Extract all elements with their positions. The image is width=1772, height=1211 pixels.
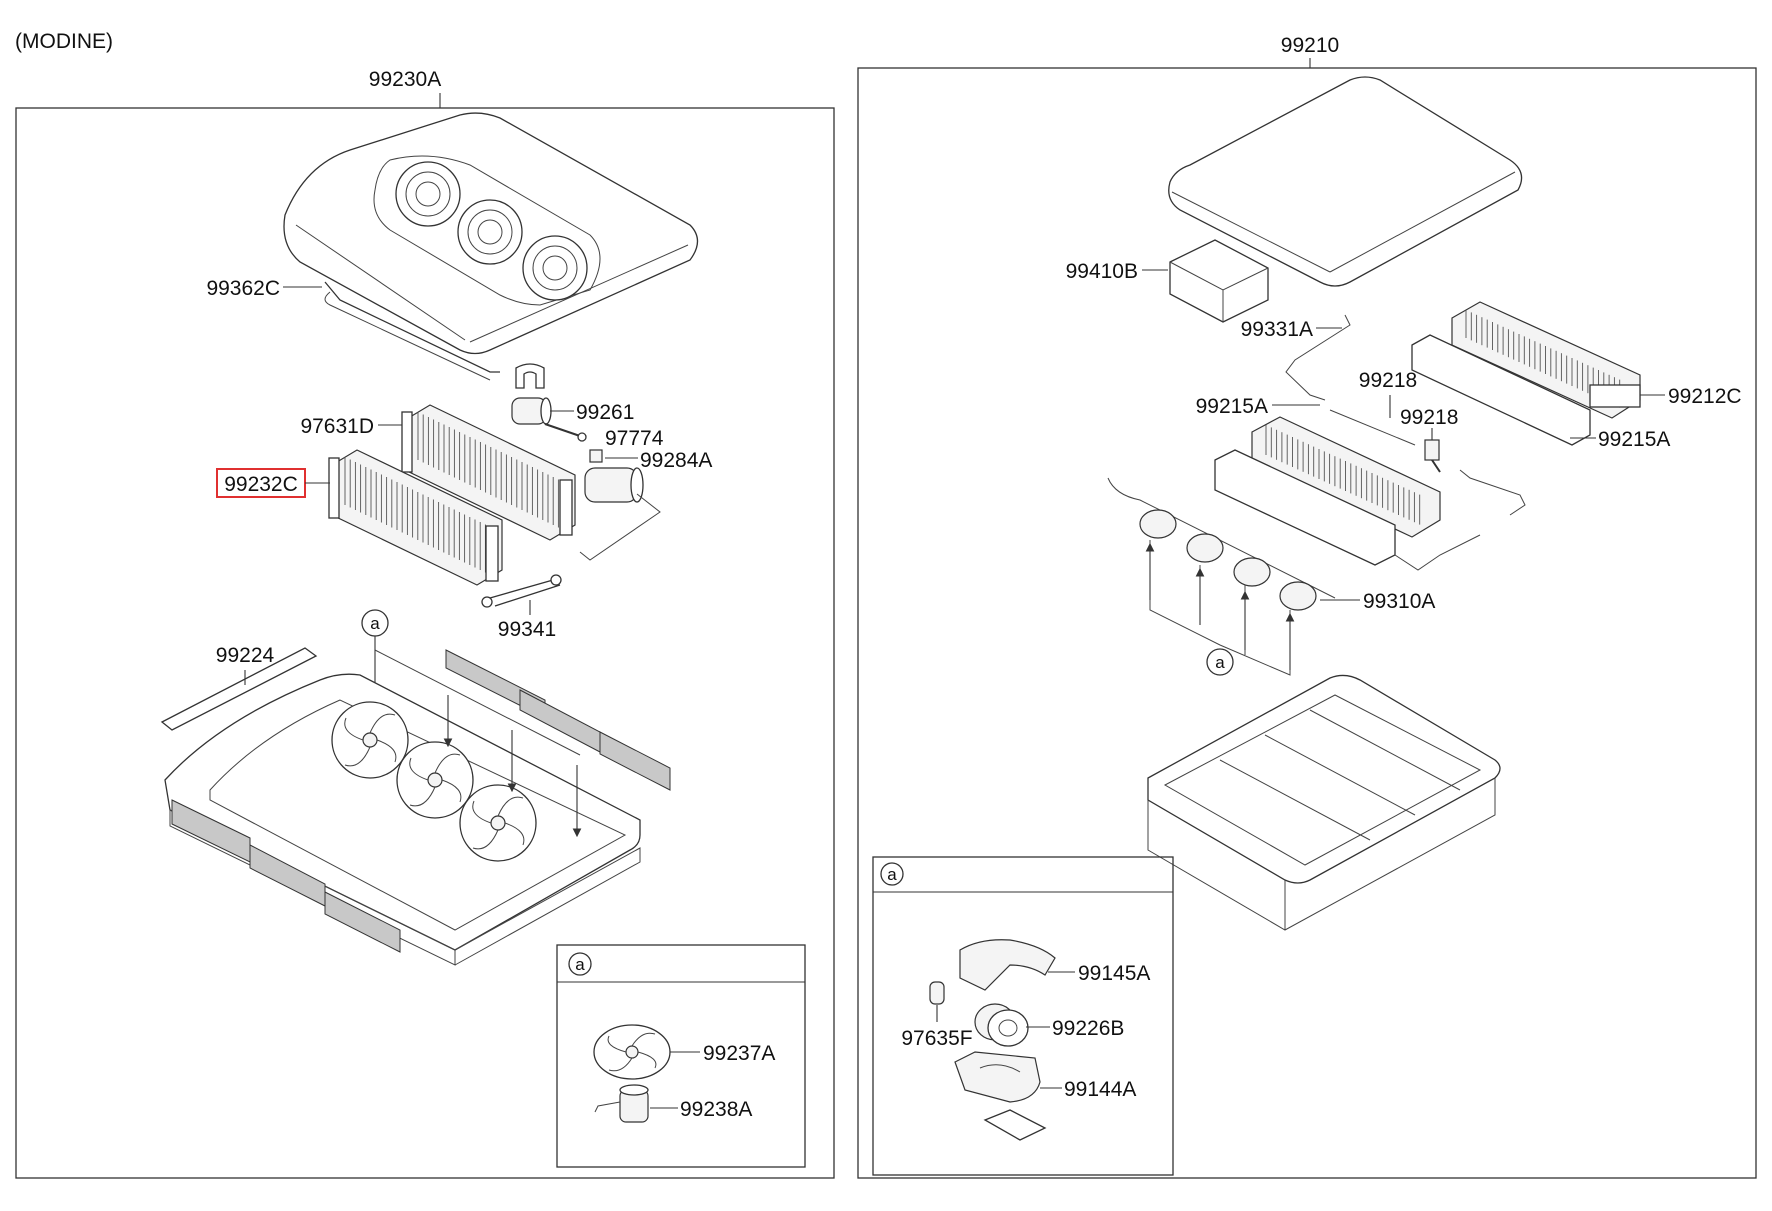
valve-99284A — [579, 449, 661, 561]
evaporator-core-front — [1251, 416, 1441, 538]
svg-text:a: a — [887, 865, 897, 884]
marker-a-right-detail — [880, 862, 904, 886]
control-box-99410B — [1169, 239, 1269, 323]
callout-99261: 99261 — [576, 401, 634, 424]
callout-97635F: 97635F — [901, 1027, 972, 1050]
callout-99410B: 99410B — [1066, 260, 1138, 283]
condenser-fan-3 — [459, 784, 537, 862]
svg-text:a: a — [370, 614, 380, 633]
callout-99284A: 99284A — [640, 449, 712, 472]
left-assembly: 99230A 99362C — [15, 68, 835, 1179]
blower-wheel-99226B — [974, 1003, 1029, 1047]
cover-fan-grille-3 — [522, 235, 588, 301]
callout-99237A: 99237A — [703, 1042, 775, 1065]
callout-99226B: 99226B — [1052, 1017, 1124, 1040]
svg-text:a: a — [575, 955, 585, 974]
tube-99218-a — [1329, 409, 1416, 446]
left-assembly-frame — [15, 107, 835, 1179]
condenser-core-97631D — [401, 404, 576, 541]
cover-fan-grille-2 — [457, 199, 523, 265]
valve-99218-b — [1424, 439, 1441, 473]
header-label: (MODINE) — [15, 30, 113, 53]
callout-97631D: 97631D — [300, 415, 374, 438]
callout-99362C: 99362C — [206, 277, 280, 300]
callout-99215A-rear: 99215A — [1598, 428, 1670, 451]
blower-housing-99145A — [959, 939, 1056, 991]
callout-99341: 99341 — [498, 618, 556, 641]
grille-rear-3 — [599, 731, 671, 791]
callout-99145A: 99145A — [1078, 962, 1150, 985]
detail-inset-left: a 99237A 99238A — [556, 944, 806, 1168]
condenser-core-99232C — [328, 449, 503, 586]
condenser-cover — [283, 112, 699, 355]
callout-99144A: 99144A — [1064, 1078, 1136, 1101]
detail-inset-right: a 99145A 97635F 99226B — [872, 856, 1174, 1176]
baffle-99215A-rear — [1411, 334, 1591, 446]
svg-text:a: a — [1215, 653, 1225, 672]
right-assembly: 99210 99410B 99331A 99212C 99215A — [857, 34, 1757, 1179]
blower-case-99144A — [954, 1051, 1047, 1141]
condenser-fan-2 — [396, 741, 474, 819]
right-assembly-frame — [857, 67, 1757, 1179]
assembly-number-left: 99230A — [369, 68, 441, 91]
callout-97774: 97774 — [605, 427, 664, 450]
callout-99212C: 99212C — [1668, 385, 1742, 408]
grille-front-3 — [324, 891, 401, 953]
callout-99215A-front: 99215A — [1196, 395, 1268, 418]
callout-99224: 99224 — [216, 644, 275, 667]
condenser-fan-1 — [331, 701, 409, 779]
evaporator-base-pan — [1147, 674, 1501, 931]
sensor-97635F — [929, 981, 945, 1005]
hose-99341 — [481, 574, 562, 608]
callout-99218-a: 99218 — [1359, 369, 1417, 392]
callout-99331A: 99331A — [1241, 318, 1313, 341]
gasket-strip-99224 — [160, 647, 318, 731]
callout-99238A: 99238A — [680, 1098, 752, 1121]
blower-assembly-99310A — [1107, 477, 1336, 611]
grille-rear-2 — [519, 689, 601, 753]
receiver-drier-99261 — [511, 397, 552, 425]
marker-a-left-detail — [568, 952, 592, 976]
bolt-97774 — [544, 423, 587, 442]
evaporator-cover — [1168, 76, 1523, 287]
callout-99218-b: 99218 — [1400, 406, 1458, 429]
pipe-99331A — [1285, 314, 1351, 401]
callout-99310A: 99310A — [1363, 590, 1435, 613]
drain-hose-99362C — [324, 281, 500, 381]
fan-blade-99237A — [593, 1024, 671, 1080]
assembly-number-right: 99210 — [1281, 34, 1339, 57]
marker-a-right-main — [1206, 648, 1234, 676]
callout-99232C: 99232C — [224, 473, 298, 496]
cover-fan-grille-1 — [395, 161, 461, 227]
fan-motor-99238A — [594, 1084, 649, 1123]
